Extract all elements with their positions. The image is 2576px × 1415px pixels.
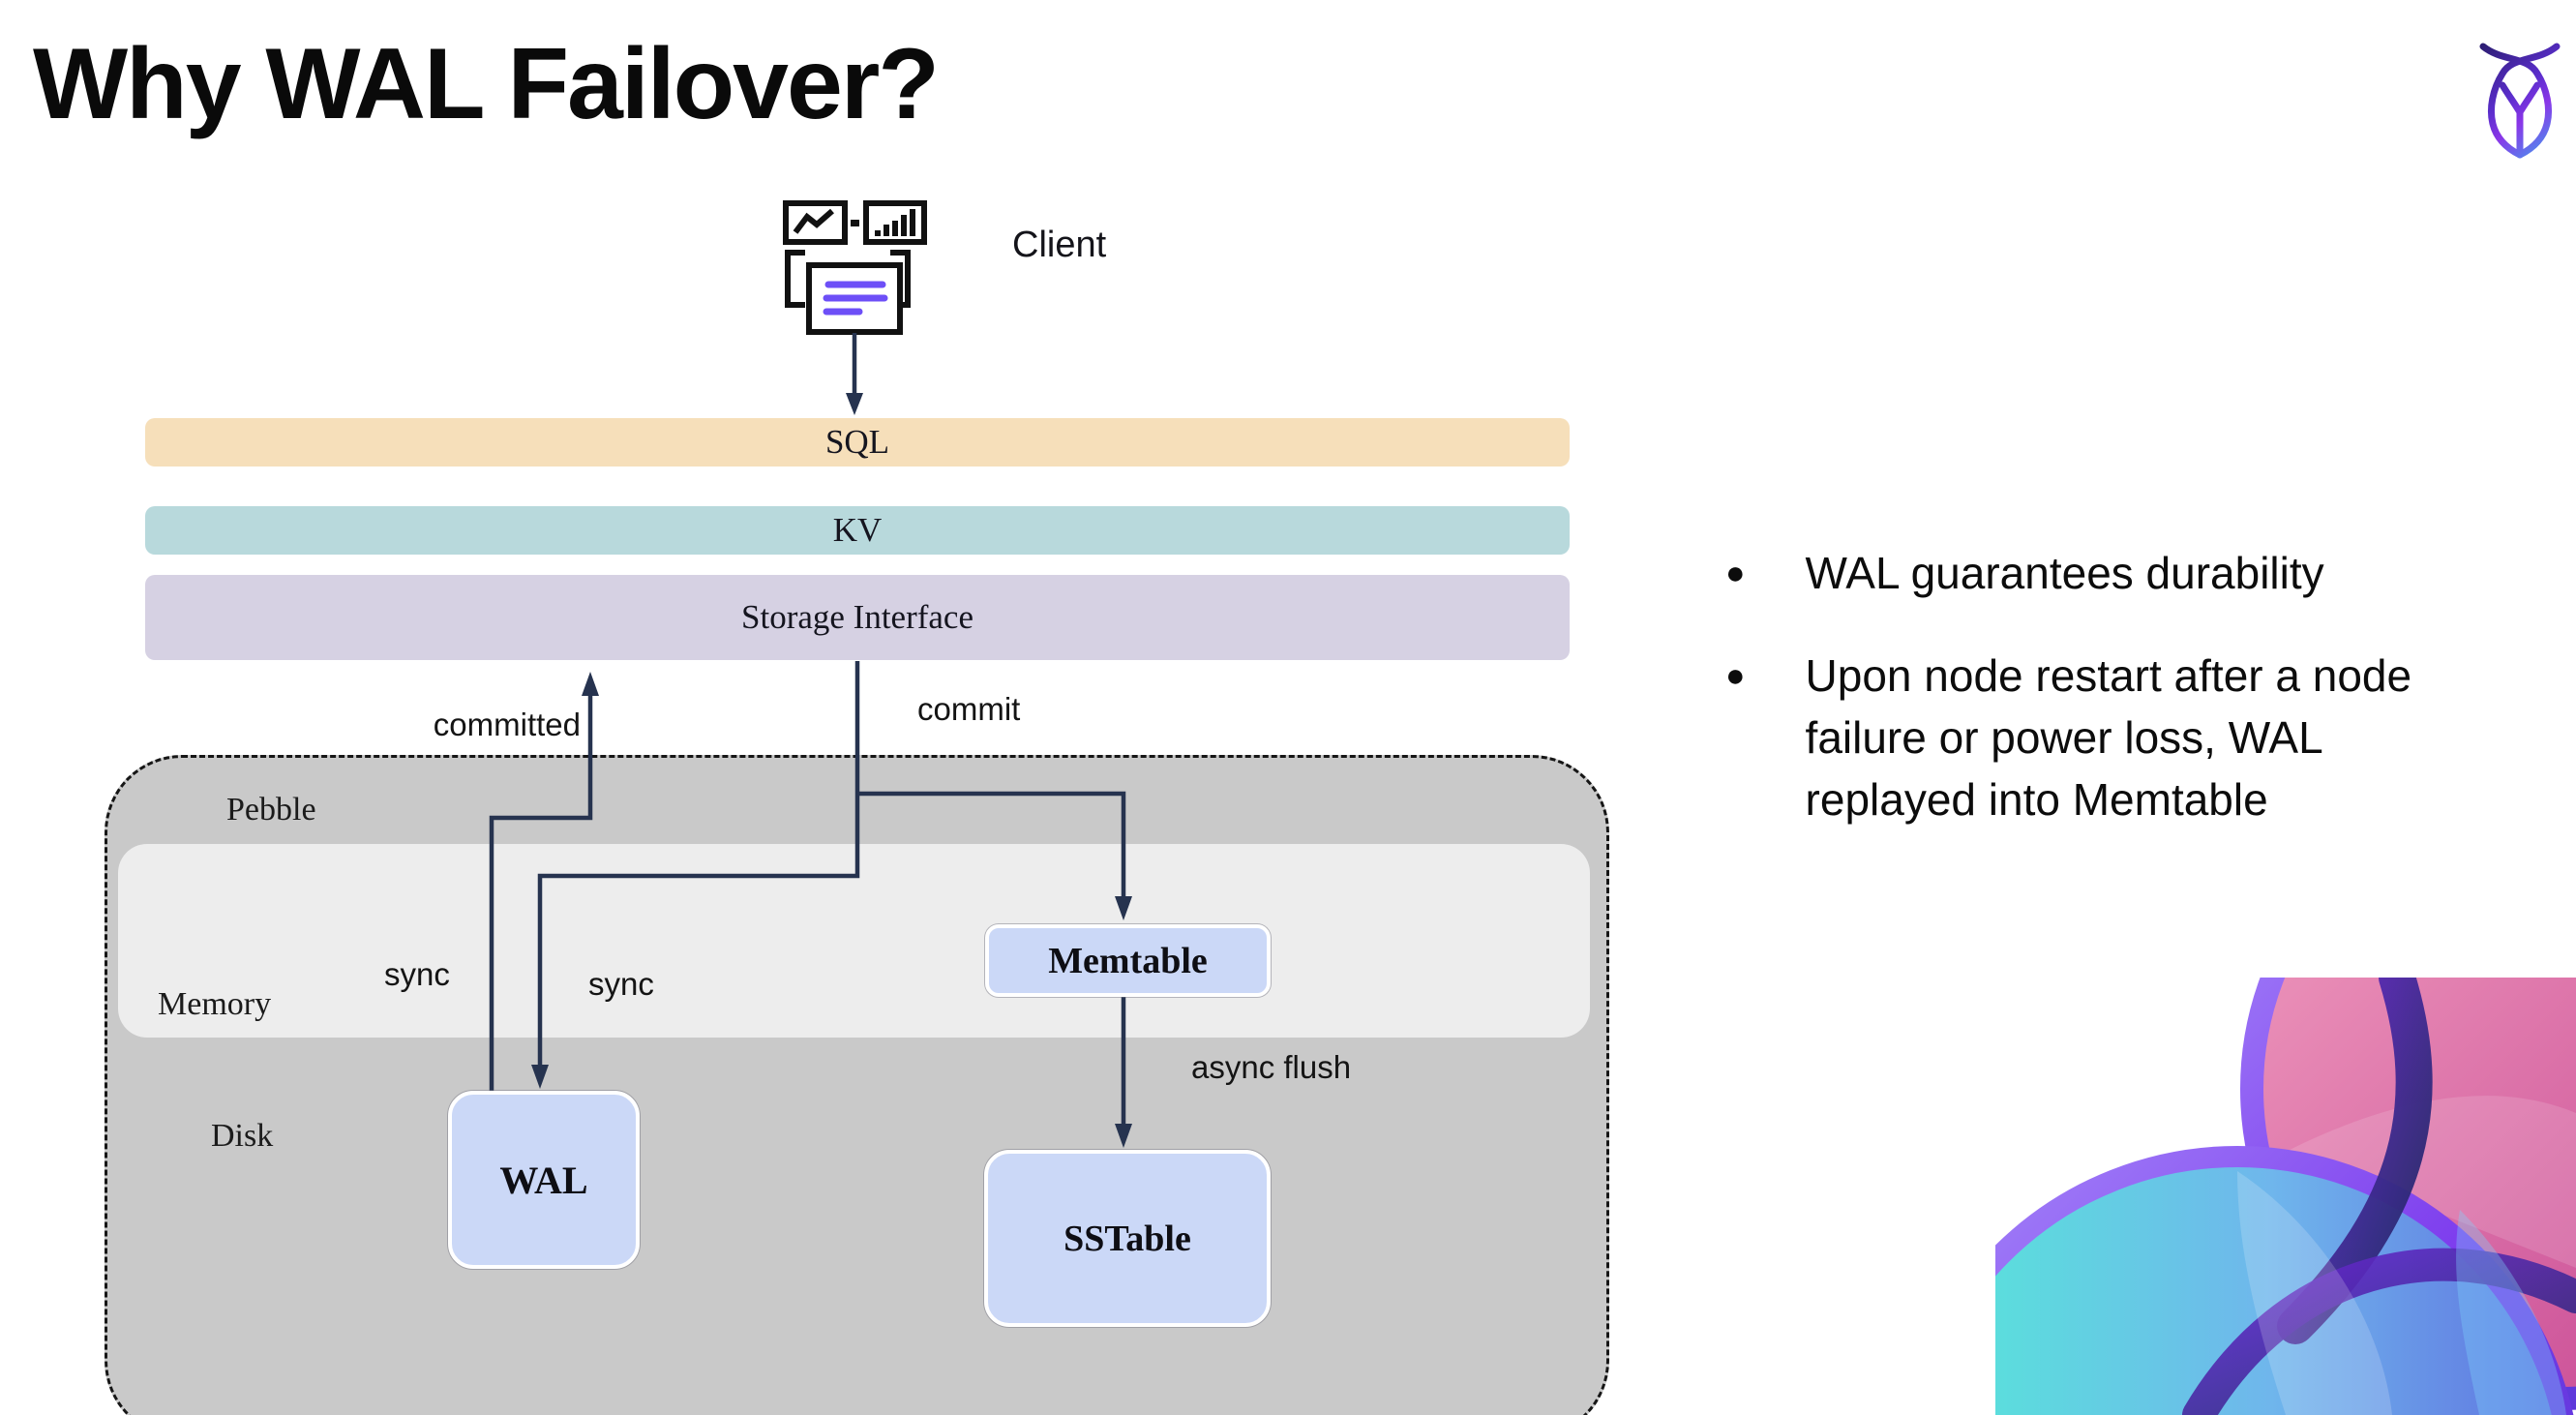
sync-write-edge-label: sync bbox=[588, 966, 654, 1002]
bullet-list: ● WAL guarantees durability ● Upon node … bbox=[1725, 542, 2538, 871]
memtable-node: Memtable bbox=[985, 924, 1271, 997]
arrowheads bbox=[531, 393, 1132, 1148]
bar-chart-bars bbox=[875, 209, 915, 236]
bullet-text: WAL guarantees durability bbox=[1805, 548, 2324, 598]
client-label: Client bbox=[1012, 225, 1107, 265]
committed-edge-label: committed bbox=[433, 707, 581, 742]
bullet-dot: ● bbox=[1725, 555, 1746, 591]
edge-commit-to-wal bbox=[537, 661, 860, 1067]
wal-node: WAL bbox=[448, 1091, 640, 1269]
async-flush-edge-label: async flush bbox=[1191, 1049, 1352, 1085]
edge-committed bbox=[489, 695, 593, 1095]
layer-bar-kv: KV bbox=[145, 506, 1570, 555]
disk-label: Disk bbox=[211, 1118, 274, 1154]
cockroachdb-brand-art bbox=[1995, 978, 2576, 1415]
page-title: Why WAL Failover? bbox=[33, 28, 940, 140]
bullet-item: ● WAL guarantees durability bbox=[1725, 542, 2538, 604]
layer-bar-storage-interface: Storage Interface bbox=[145, 575, 1570, 660]
layer-bar-sql: SQL bbox=[145, 418, 1570, 467]
cockroachdb-beetle-icon bbox=[2479, 43, 2561, 159]
bullet-dot: ● bbox=[1725, 657, 1746, 694]
client-terminal-icon bbox=[783, 200, 927, 335]
memory-label: Memory bbox=[158, 986, 272, 1022]
edge-commit-to-memtable bbox=[857, 791, 1126, 898]
left-bracket-icon bbox=[785, 250, 805, 308]
bullet-text: Upon node restart after a node failure o… bbox=[1805, 650, 2412, 825]
pebble-label: Pebble bbox=[226, 792, 316, 828]
bullet-item: ● Upon node restart after a node failure… bbox=[1725, 645, 2538, 830]
sync-ack-edge-label: sync bbox=[384, 956, 450, 992]
commit-edge-label: commit bbox=[917, 691, 1021, 727]
sstable-node: SSTable bbox=[984, 1150, 1271, 1327]
document-text-lines bbox=[823, 281, 888, 316]
